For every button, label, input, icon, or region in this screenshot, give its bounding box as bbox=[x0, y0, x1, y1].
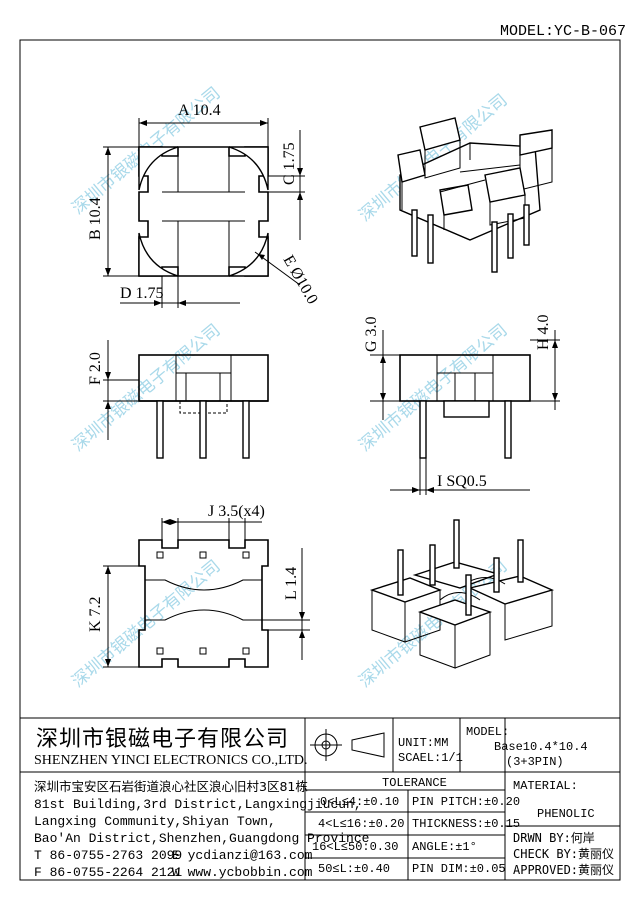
top-view-corner-pad bbox=[228, 146, 269, 191]
contact-tel: T 86-0755-2763 2099 bbox=[34, 848, 183, 863]
drawing-border bbox=[19, 39, 621, 881]
dim-h-label: H 4.0 bbox=[535, 314, 552, 350]
contact-email: E ycdianzi@163.com bbox=[172, 848, 313, 863]
dim-d-label: D 1.75 bbox=[120, 285, 164, 302]
drawn-by: DRWN BY:何岸 bbox=[513, 831, 595, 845]
company-name-cn: 深圳市银磁电子有限公司 bbox=[36, 727, 290, 752]
side-view-left-dimensions bbox=[103, 340, 139, 440]
side-view-right bbox=[399, 354, 531, 459]
contact-web: W www.ycbobbin.com bbox=[172, 865, 313, 880]
tolerance-spec: PIN DIM:±0.05 bbox=[412, 862, 506, 876]
check-by: CHECK BY:黄丽仪 bbox=[513, 847, 615, 861]
dim-g-label: G 3.0 bbox=[363, 316, 380, 352]
iso-view-top bbox=[397, 117, 553, 241]
tolerance-range: 50≤L:±0.40 bbox=[318, 862, 391, 876]
dim-c-label: C 1.75 bbox=[281, 142, 298, 185]
model-heading: MODEL: bbox=[466, 725, 510, 739]
tolerance-spec: ANGLE:±1° bbox=[412, 840, 477, 854]
tolerance-spec: THICKNESS:±0.15 bbox=[412, 817, 521, 831]
company-name-en: SHENZHEN YINCI ELECTRONICS CO.,LTD. bbox=[34, 753, 308, 768]
dim-a-label: A 10.4 bbox=[178, 102, 221, 119]
tolerance-spec: PIN PITCH:±0.20 bbox=[412, 795, 521, 809]
bottom-view-dimensions bbox=[103, 518, 310, 668]
address-line-cn: 深圳市宝安区石岩街道浪心社区浪心旧村3区81栋 bbox=[34, 779, 308, 794]
side-view-right-dimensions bbox=[370, 330, 560, 495]
tolerance-heading: TOLERANCE bbox=[382, 776, 447, 790]
dim-k-label: K 7.2 bbox=[87, 596, 104, 632]
top-view-outline bbox=[138, 146, 269, 277]
top-view-corner-pad bbox=[138, 232, 179, 277]
unit-label: UNIT:MM bbox=[398, 736, 449, 750]
contact-fax: F 86-0755-2264 2121 bbox=[34, 865, 183, 880]
scale-label: SCAEL:1/1 bbox=[398, 751, 463, 765]
model-description: Base10.4*10.4 bbox=[494, 740, 588, 754]
dim-l-label: L 1.4 bbox=[283, 567, 300, 600]
bottom-view bbox=[138, 539, 269, 668]
top-view-corner-pad bbox=[228, 232, 269, 277]
material-heading: MATERIAL: bbox=[513, 779, 578, 793]
dim-i-label: I SQ0.5 bbox=[437, 473, 487, 490]
tolerance-range: 4<L≤16:±0.20 bbox=[318, 817, 405, 831]
dim-f-label: F 2.0 bbox=[87, 352, 104, 385]
bottom-view-outline bbox=[138, 539, 269, 668]
dim-b-label: B 10.4 bbox=[87, 197, 104, 240]
model-pins: (3+3PIN) bbox=[506, 755, 564, 769]
iso-view-top-pins bbox=[411, 204, 530, 273]
side-view-left bbox=[138, 354, 269, 459]
material-value: PHENOLIC bbox=[537, 807, 595, 821]
tolerance-range: 0<L≤4:±0.10 bbox=[320, 795, 400, 809]
title-block-grid bbox=[20, 717, 620, 880]
model-label: MODEL:YC-B-067 bbox=[500, 23, 627, 40]
tolerance-range: 16<L≤50:0.30 bbox=[312, 840, 399, 854]
iso-view-bottom bbox=[369, 561, 555, 669]
dim-j-label: J 3.5(x4) bbox=[208, 503, 265, 520]
top-view-corner-pad bbox=[138, 146, 179, 191]
approved-by: APPROVED:黄丽仪 bbox=[513, 863, 615, 877]
address-line: Bao'An District,Shenzhen,Guangdong Provi… bbox=[34, 831, 370, 846]
address-line: Langxing Community,Shiyan Town, bbox=[34, 814, 276, 829]
top-view-dimensions bbox=[103, 118, 305, 308]
top-view bbox=[138, 146, 269, 277]
address-line: 81st Building,3rd District,Langxingjiucu… bbox=[34, 797, 362, 812]
dim-e-label: E Ø10.0 bbox=[280, 253, 321, 308]
iso-view-bottom-pins bbox=[397, 519, 524, 616]
projection-symbol-icon bbox=[310, 729, 385, 761]
